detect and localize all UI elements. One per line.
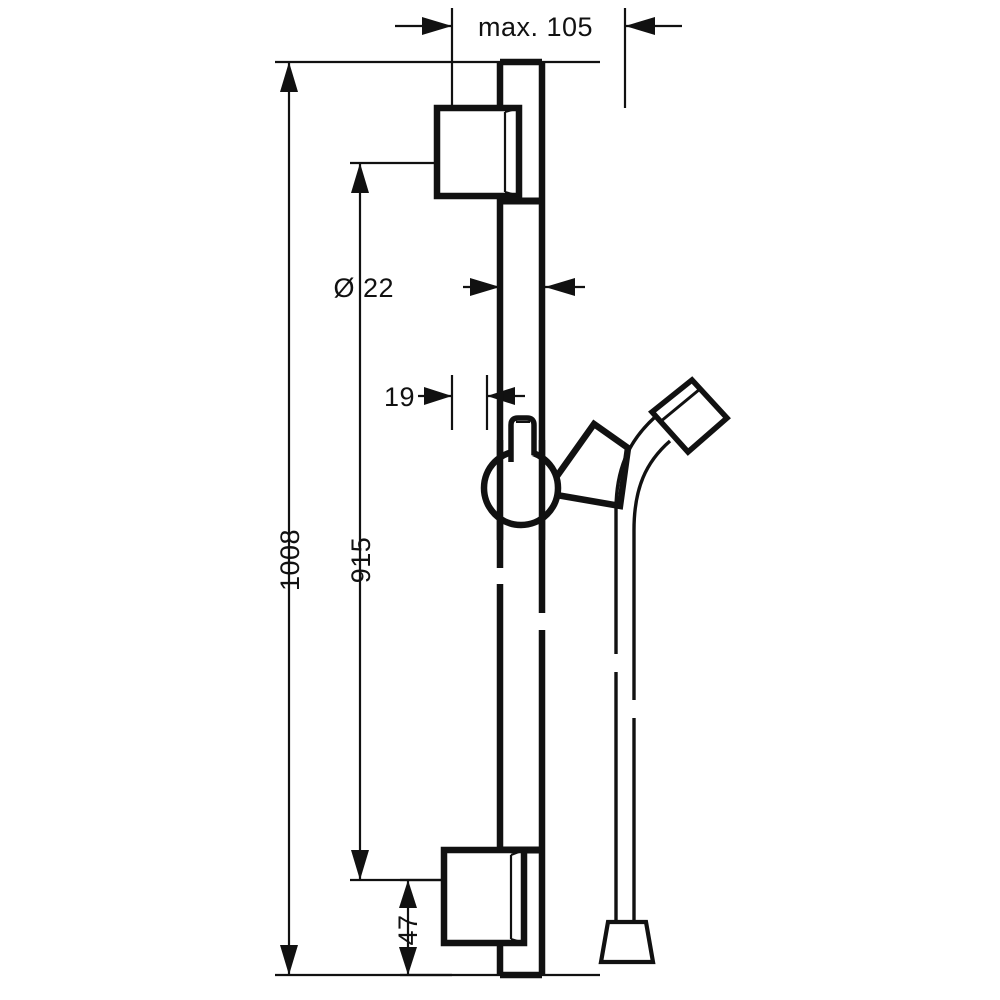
upper-bracket [433, 104, 542, 205]
lower-bracket [440, 846, 542, 947]
upper-bracket-body [433, 104, 523, 200]
dimension-label-1008: 1008 [275, 529, 305, 591]
dimension-label-dia-22: Ø 22 [333, 273, 394, 303]
extension-lines [275, 8, 682, 977]
lower-bracket-bevel [510, 848, 525, 945]
hose-wall-left-upper [614, 416, 656, 654]
dimension-label-915: 915 [346, 537, 376, 584]
vertical-dimension-lines [287, 62, 410, 975]
hose-nut-top-shoulder [659, 387, 701, 424]
slider-holder-arm [539, 419, 632, 510]
hose-nut-top [648, 376, 731, 456]
dimension-label-max-105: max. 105 [478, 12, 593, 42]
hose-nut-bottom [598, 919, 656, 965]
holder-lever [508, 415, 537, 462]
slider-holder-body [480, 447, 562, 529]
dimension-label-47: 47 [393, 914, 423, 945]
upper-bracket-bevel [504, 106, 520, 198]
slider-holder [480, 415, 632, 540]
shower-hose [598, 376, 731, 965]
hose-wall-right-upper [632, 439, 672, 700]
dimension-label-19: 19 [384, 382, 415, 412]
